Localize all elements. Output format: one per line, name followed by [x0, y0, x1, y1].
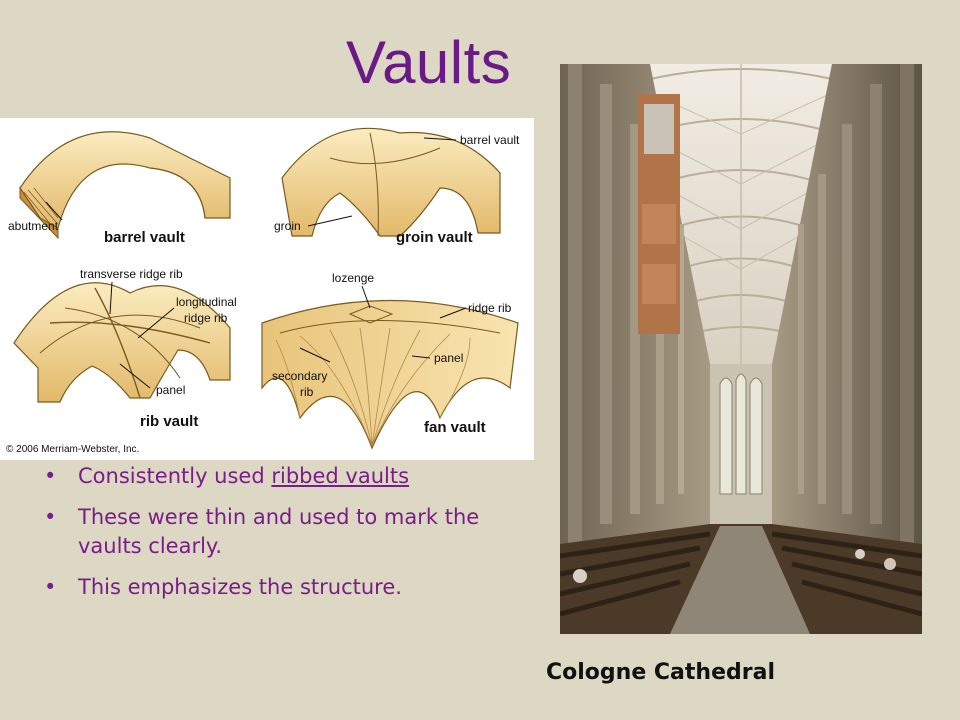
ribbed-vaults-link[interactable]: ribbed vaults	[271, 464, 410, 488]
label-transverse-ridge-rib: transverse ridge rib	[80, 267, 183, 281]
label-longitudinal-ridge-rib: ridge rib	[184, 311, 228, 325]
label-barrel-vault: barrel vault	[104, 229, 185, 246]
label-abutment: abutment	[8, 219, 59, 233]
bullet-dot-icon: •	[44, 575, 57, 599]
rib-vault-drawing	[13, 282, 231, 403]
bullet-text: Consistently used	[78, 464, 272, 488]
bullet-dot-icon: •	[44, 464, 57, 488]
bullet-text: This emphasizes the structure.	[78, 575, 402, 599]
label-groin: groin	[274, 219, 301, 233]
bullet-text: These were thin and used to mark the vau…	[78, 505, 480, 558]
label-longitudinal: longitudinal	[176, 295, 237, 309]
label-secondary-rib: rib	[300, 385, 314, 399]
photo-caption: Cologne Cathedral	[546, 660, 775, 685]
vault-diagram: abutment barrel vault barrel vault groin…	[0, 118, 534, 460]
label-lozenge: lozenge	[332, 271, 374, 285]
label-barrel-vault-callout: barrel vault	[460, 133, 520, 147]
label-panel-left: panel	[156, 383, 185, 397]
slide-title: Vaults	[346, 29, 512, 96]
label-rib-vault: rib vault	[140, 413, 198, 430]
label-secondary: secondary	[272, 369, 327, 383]
bullet-item: • Consistently used ribbed vaults	[44, 462, 534, 491]
label-panel-right: panel	[434, 351, 463, 365]
groin-vault-drawing	[281, 127, 501, 237]
label-ridge-rib: ridge rib	[468, 301, 512, 315]
bullet-item: • This emphasizes the structure.	[44, 573, 534, 602]
cathedral-photo	[559, 64, 923, 634]
bullet-item: • These were thin and used to mark the v…	[44, 503, 534, 561]
fan-vault-drawing	[261, 299, 519, 450]
label-fan-vault: fan vault	[424, 419, 486, 436]
bullet-list: • Consistently used ribbed vaults • Thes…	[44, 462, 534, 614]
label-groin-vault: groin vault	[396, 229, 473, 246]
copyright-notice: © 2006 Merriam-Webster, Inc.	[6, 444, 139, 455]
bullet-dot-icon: •	[44, 505, 57, 529]
barrel-vault-drawing	[19, 131, 231, 240]
